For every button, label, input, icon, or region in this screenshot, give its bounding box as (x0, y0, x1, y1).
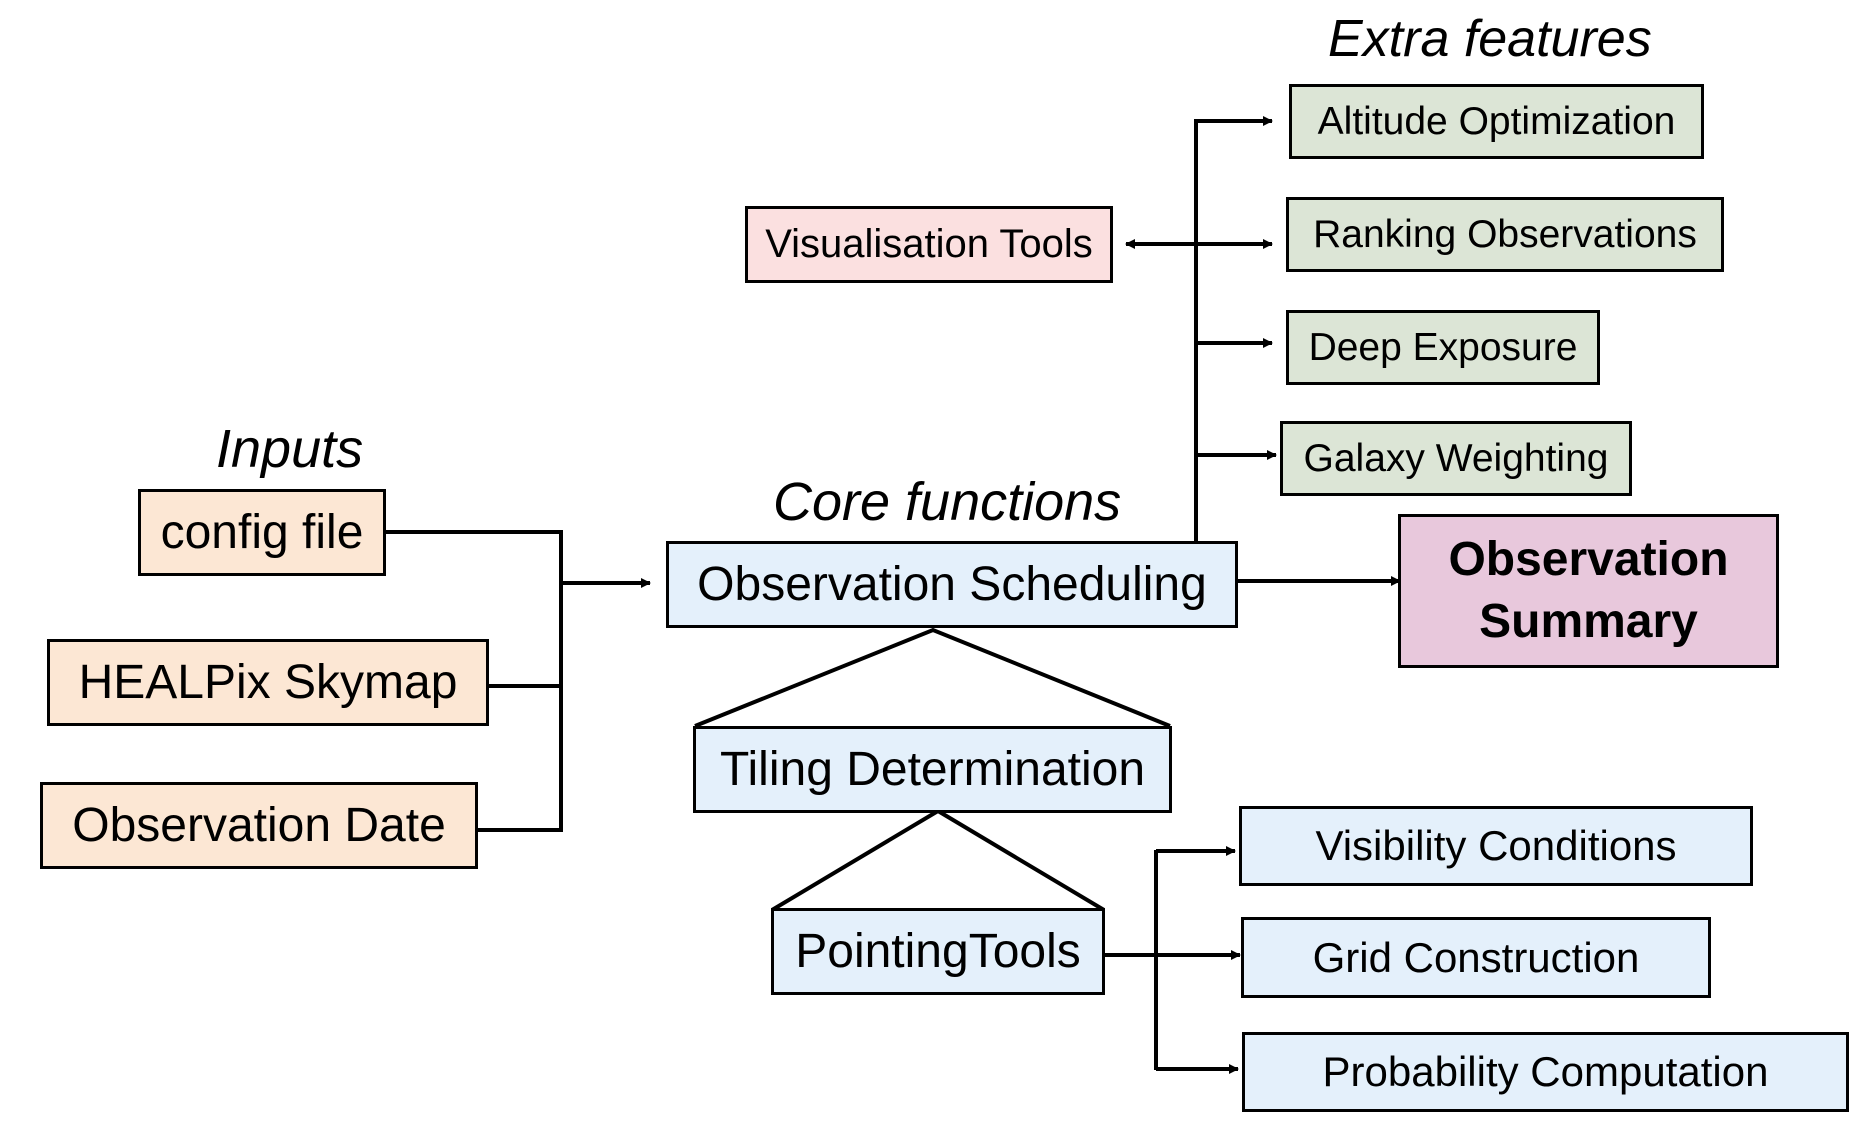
observation-date-box: Observation Date (40, 782, 478, 869)
ranking-observations-box: Ranking Observations (1286, 197, 1724, 272)
probability-computation-box: Probability Computation (1242, 1032, 1849, 1112)
altitude-optimization-box: Altitude Optimization (1289, 84, 1704, 159)
observation-scheduling-box: Observation Scheduling (666, 541, 1238, 628)
summary-line-1: Observation (1448, 532, 1729, 586)
scheduling-tiling-triangle (694, 627, 1171, 728)
galaxy-weighting-box: Galaxy Weighting (1280, 421, 1632, 496)
tiling-pointing-triangle (770, 808, 1106, 912)
pointing-tools-box: PointingTools (771, 908, 1105, 995)
visualisation-tools-box: Visualisation Tools (745, 206, 1113, 283)
observation-summary-box: Observation Summary (1398, 514, 1779, 668)
grid-construction-box: Grid Construction (1241, 917, 1711, 998)
inputs-heading: Inputs (216, 419, 364, 479)
visibility-conditions-box: Visibility Conditions (1239, 806, 1753, 886)
tiling-determination-box: Tiling Determination (693, 726, 1172, 813)
healpix-skymap-box: HEALPix Skymap (47, 639, 489, 726)
extra-features-heading: Extra features (1328, 10, 1652, 68)
core-functions-heading: Core functions (773, 472, 1122, 532)
config-file-box: config file (138, 489, 386, 576)
deep-exposure-box: Deep Exposure (1286, 310, 1600, 385)
summary-line-2: Summary (1479, 595, 1698, 648)
